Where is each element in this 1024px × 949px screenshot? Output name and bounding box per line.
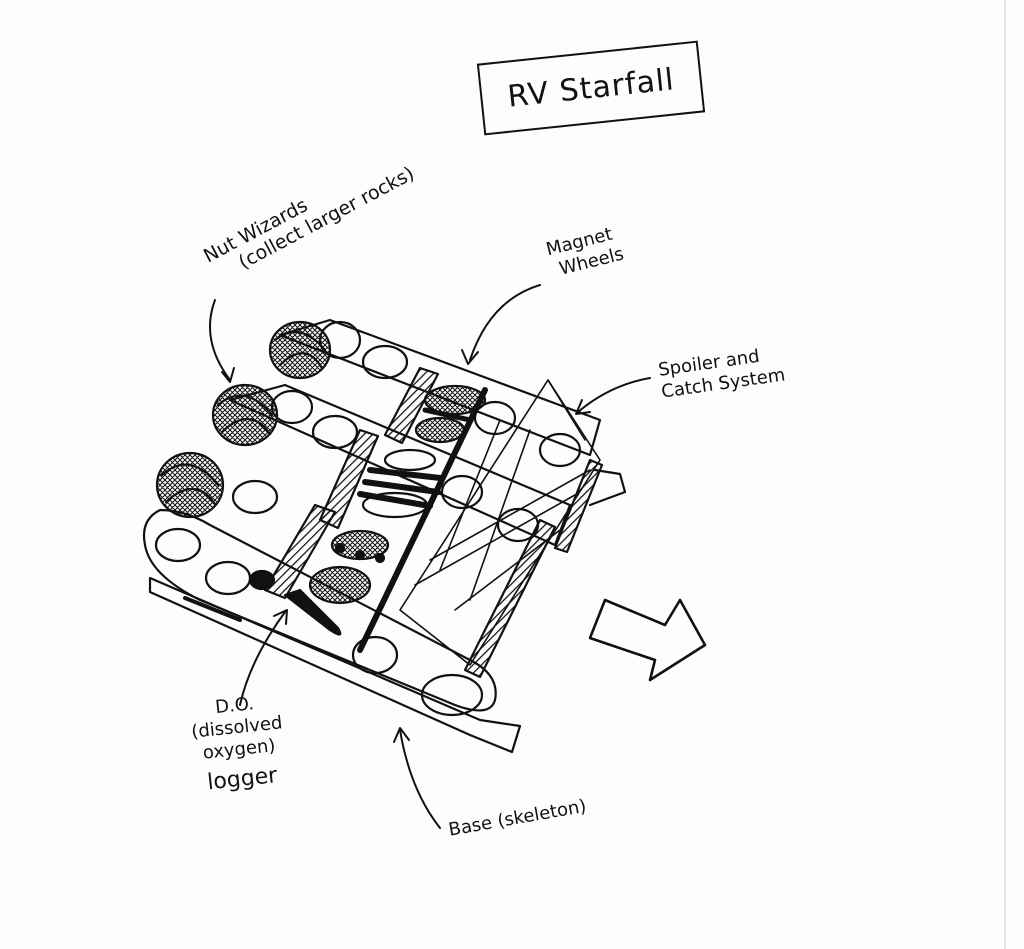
spoiler-catch-grid bbox=[399, 379, 601, 666]
paper-edge bbox=[1004, 0, 1006, 949]
label-do-logger: D.O. (dissolved oxygen) logger bbox=[188, 690, 289, 795]
magnet-wheel-front bbox=[308, 529, 390, 605]
nut-wizard-front bbox=[155, 451, 225, 519]
do-logger bbox=[248, 569, 342, 636]
axles bbox=[357, 387, 488, 653]
middle-rail bbox=[228, 383, 572, 547]
nut-wizard-middle bbox=[211, 383, 279, 447]
magnet-wheels bbox=[308, 384, 487, 605]
magnet-wheel-top bbox=[414, 384, 487, 444]
nut-wizards bbox=[155, 320, 332, 519]
annotation-arrows bbox=[209, 284, 651, 829]
nut-wizard-rear bbox=[268, 320, 332, 380]
base-skeleton bbox=[148, 468, 627, 754]
direction-arrow bbox=[588, 598, 707, 682]
front-plate bbox=[142, 479, 497, 717]
